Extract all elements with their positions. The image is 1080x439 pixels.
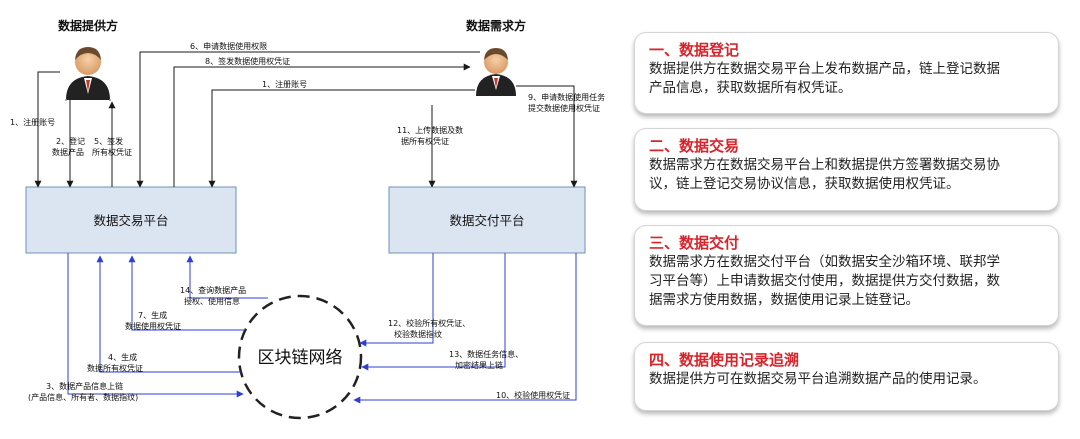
arrow-step-8: [173, 63, 471, 187]
card-title: 四、数据使用记录追溯: [649, 351, 800, 369]
demander-person-icon: [476, 48, 516, 96]
label-step-6: 6、申请数据使用权限: [190, 41, 267, 51]
delivery-platform: 数据交付平台: [388, 186, 586, 254]
exchange-platform-label: 数据交易平台: [93, 213, 168, 228]
label-step-11: 11、上传数据及数 据所有权凭证: [397, 125, 466, 146]
card-data-registration: 一、数据登记 数据提供方在数据交易平台上发布数据产品，链上登记数据 产品信息，获…: [634, 32, 1059, 114]
demander-title: 数据需求方: [466, 18, 526, 33]
card-title: 二、数据交易: [649, 137, 740, 155]
label-step-14: 14、查询数据产品 授权、使用信息: [180, 285, 249, 306]
delivery-platform-label: 数据交付平台: [449, 213, 524, 228]
arrow-step-10: [353, 253, 577, 404]
arrow-step-12: [359, 253, 434, 347]
label-step-9: 9、申请数据使用任务 提交数据使用权凭证: [528, 92, 608, 113]
label-step-13: 13、数据任务信息、 加密结果上链: [449, 349, 526, 370]
label-step-1-provider: 1、注册账号: [10, 117, 55, 127]
card-title: 三、数据交付: [649, 234, 740, 252]
provider-person-icon: [65, 47, 111, 101]
arrow-step-13: [361, 253, 506, 371]
arrow-step-14: [186, 255, 268, 299]
label-step-5: 5、签发 所有权凭证: [92, 136, 132, 157]
label-step-8: 8、签发数据使用权凭证: [205, 56, 290, 66]
card-usage-traceability: 四、数据使用记录追溯 数据提供方可在数据交易平台追溯数据产品的使用记录。: [634, 342, 1059, 411]
arrow-step-7: [128, 255, 245, 331]
label-step-12: 12、校验所有权凭证、 校验数据指纹: [388, 318, 473, 339]
arrow-step-6: [136, 51, 480, 188]
provider-title: 数据提供方: [58, 18, 118, 33]
arrow-step-4: [96, 255, 241, 373]
arrow-step-9: [516, 85, 578, 188]
card-body: 数据提供方在数据交易平台上发布数据产品，链上登记数据 产品信息，获取数据所有权凭…: [649, 61, 1000, 96]
card-data-delivery: 三、数据交付 数据需求方在数据交付平台（如数据安全沙箱环境、联邦学 习平台等）上…: [634, 225, 1059, 326]
flow-diagram: 数据提供方 数据需求方 数据交易平台 数据交付平台 区块链网络: [10, 18, 608, 420]
label-step-2: 2、登记 数据产品: [52, 136, 88, 157]
card-body: 数据需求方在数据交付平台（如数据安全沙箱环境、联邦学 习平台等）上申请数据交付使…: [649, 254, 1000, 308]
exchange-platform: 数据交易平台: [25, 186, 237, 254]
label-step-1-demander: 1、注册账号: [262, 79, 307, 89]
blockchain-label: 区块链网络: [258, 348, 343, 368]
card-body: 数据提供方可在数据交易平台追溯数据产品的使用记录。: [649, 371, 987, 387]
card-body: 数据需求方在数据交易平台上和数据提供方签署数据交易协 议，链上登记交易协议信息，…: [649, 157, 1000, 192]
arrow-step-1-demander: [208, 89, 475, 188]
label-step-7: 7、生成 数据使用权凭证: [125, 310, 181, 331]
blockchain-network: 区块链网络: [237, 294, 363, 420]
arrow-step-3: [67, 253, 244, 398]
label-step-3: 3、数据产品信息上链 (产品信息、所有者、数据指纹): [28, 381, 138, 402]
card-data-trading: 二、数据交易 数据需求方在数据交易平台上和数据提供方签署数据交易协 议，链上登记…: [634, 128, 1059, 211]
arrow-step-1-provider: [34, 71, 60, 188]
label-step-4: 4、生成 数据所有权凭证: [87, 352, 143, 373]
label-step-10: 10、校验使用权凭证: [496, 390, 570, 400]
card-title: 一、数据登记: [649, 41, 740, 59]
